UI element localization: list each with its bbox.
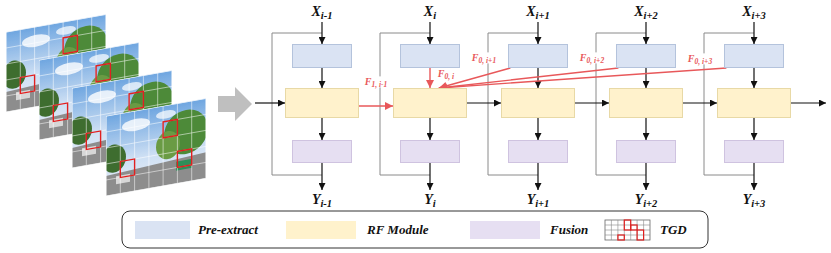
feature-label: F0, i+1 bbox=[471, 52, 497, 63]
input-label: Xi+1 bbox=[526, 4, 550, 19]
legend-text: RF Module bbox=[367, 222, 429, 238]
subscript: i-1 bbox=[320, 198, 332, 209]
flow-arrow bbox=[575, 102, 609, 103]
flow-arrow bbox=[753, 68, 754, 88]
subscript: i-1 bbox=[321, 10, 333, 21]
feature-label: F1, i-1 bbox=[364, 76, 389, 87]
input-label: Xi+2 bbox=[634, 4, 658, 19]
main-glyph: X bbox=[742, 4, 751, 19]
flow-arrow bbox=[218, 87, 252, 121]
rf-module-box bbox=[609, 88, 683, 118]
legend-swatch bbox=[286, 221, 356, 239]
pre-extract-box bbox=[724, 44, 784, 68]
flow-arrow bbox=[321, 118, 322, 140]
legend-swatch bbox=[470, 221, 540, 239]
legend-text: TGD bbox=[660, 222, 687, 238]
output-label: Yi bbox=[424, 192, 435, 207]
fusion-box bbox=[724, 140, 784, 163]
feature-label: F0, i+2 bbox=[579, 52, 605, 63]
feature-label: F0, i+3 bbox=[687, 53, 713, 64]
subscript: i+1 bbox=[535, 198, 549, 209]
subscript: i+3 bbox=[752, 10, 766, 21]
main-glyph: X bbox=[424, 4, 433, 19]
subscript: i+2 bbox=[643, 198, 657, 209]
subscript: i+3 bbox=[751, 198, 765, 209]
subscript: i+2 bbox=[644, 10, 658, 21]
subscript: 1, i-1 bbox=[371, 81, 387, 90]
rf-module-box bbox=[393, 88, 467, 118]
feature-arrow bbox=[429, 68, 430, 88]
pre-extract-box bbox=[400, 44, 460, 68]
flow-arrow bbox=[467, 102, 501, 103]
flow-arrow bbox=[429, 118, 430, 140]
feature-arrow bbox=[359, 105, 393, 106]
flow-arrow bbox=[645, 118, 646, 140]
flow-arrow bbox=[683, 102, 717, 103]
main-glyph: Y bbox=[424, 192, 433, 207]
fusion-box bbox=[616, 140, 676, 163]
legend-swatch bbox=[135, 221, 190, 239]
rf-module-box bbox=[717, 88, 791, 118]
flow-arrow bbox=[321, 68, 322, 88]
output-label: Yi-1 bbox=[312, 192, 332, 207]
main-glyph: F bbox=[472, 52, 479, 63]
subscript: i bbox=[433, 10, 436, 21]
main-glyph: X bbox=[634, 4, 643, 19]
subscript: 0, i bbox=[445, 73, 455, 82]
fusion-box bbox=[508, 140, 568, 163]
rf-module-box bbox=[285, 88, 359, 118]
rf-module-box bbox=[501, 88, 575, 118]
output-label: Yi+2 bbox=[635, 192, 658, 207]
main-glyph: Y bbox=[743, 192, 752, 207]
flow-arrow bbox=[753, 118, 754, 140]
pre-extract-box bbox=[292, 44, 352, 68]
io-arrows bbox=[255, 22, 826, 190]
subscript: i bbox=[433, 198, 436, 209]
main-glyph: Y bbox=[527, 192, 536, 207]
output-label: Yi+1 bbox=[527, 192, 550, 207]
fusion-box bbox=[400, 140, 460, 163]
video-frames bbox=[2, 14, 208, 197]
output-label: Yi+3 bbox=[743, 192, 766, 207]
legend-text: Pre-extract bbox=[198, 222, 258, 238]
residual-brackets bbox=[272, 33, 754, 175]
main-glyph: Y bbox=[635, 192, 644, 207]
pre-extract-box bbox=[616, 44, 676, 68]
fusion-box bbox=[292, 140, 352, 163]
subscript: 0, i+3 bbox=[695, 58, 713, 67]
legend-text: Fusion bbox=[550, 222, 588, 238]
main-glyph: F bbox=[688, 53, 695, 64]
input-label: Xi bbox=[424, 4, 436, 19]
subscript: i+1 bbox=[536, 10, 550, 21]
main-glyph: F bbox=[580, 52, 587, 63]
video-frame bbox=[102, 98, 208, 197]
legend-frame bbox=[122, 211, 708, 248]
feature-arrow bbox=[439, 68, 727, 88]
input-label: Xi-1 bbox=[311, 4, 332, 19]
subscript: 0, i+1 bbox=[479, 57, 497, 66]
subscript: 0, i+2 bbox=[587, 57, 605, 66]
main-glyph: Y bbox=[312, 192, 321, 207]
main-glyph: F bbox=[365, 76, 372, 87]
flow-arrow bbox=[645, 68, 646, 88]
feature-label: F0, i bbox=[437, 68, 455, 79]
main-glyph: F bbox=[438, 68, 445, 79]
main-glyph: X bbox=[311, 4, 320, 19]
flow-arrow bbox=[537, 68, 538, 88]
flow-arrow bbox=[537, 118, 538, 140]
tgd-icon bbox=[605, 220, 650, 240]
main-glyph: X bbox=[526, 4, 535, 19]
pre-extract-box bbox=[508, 44, 568, 68]
input-label: Xi+3 bbox=[742, 4, 766, 19]
